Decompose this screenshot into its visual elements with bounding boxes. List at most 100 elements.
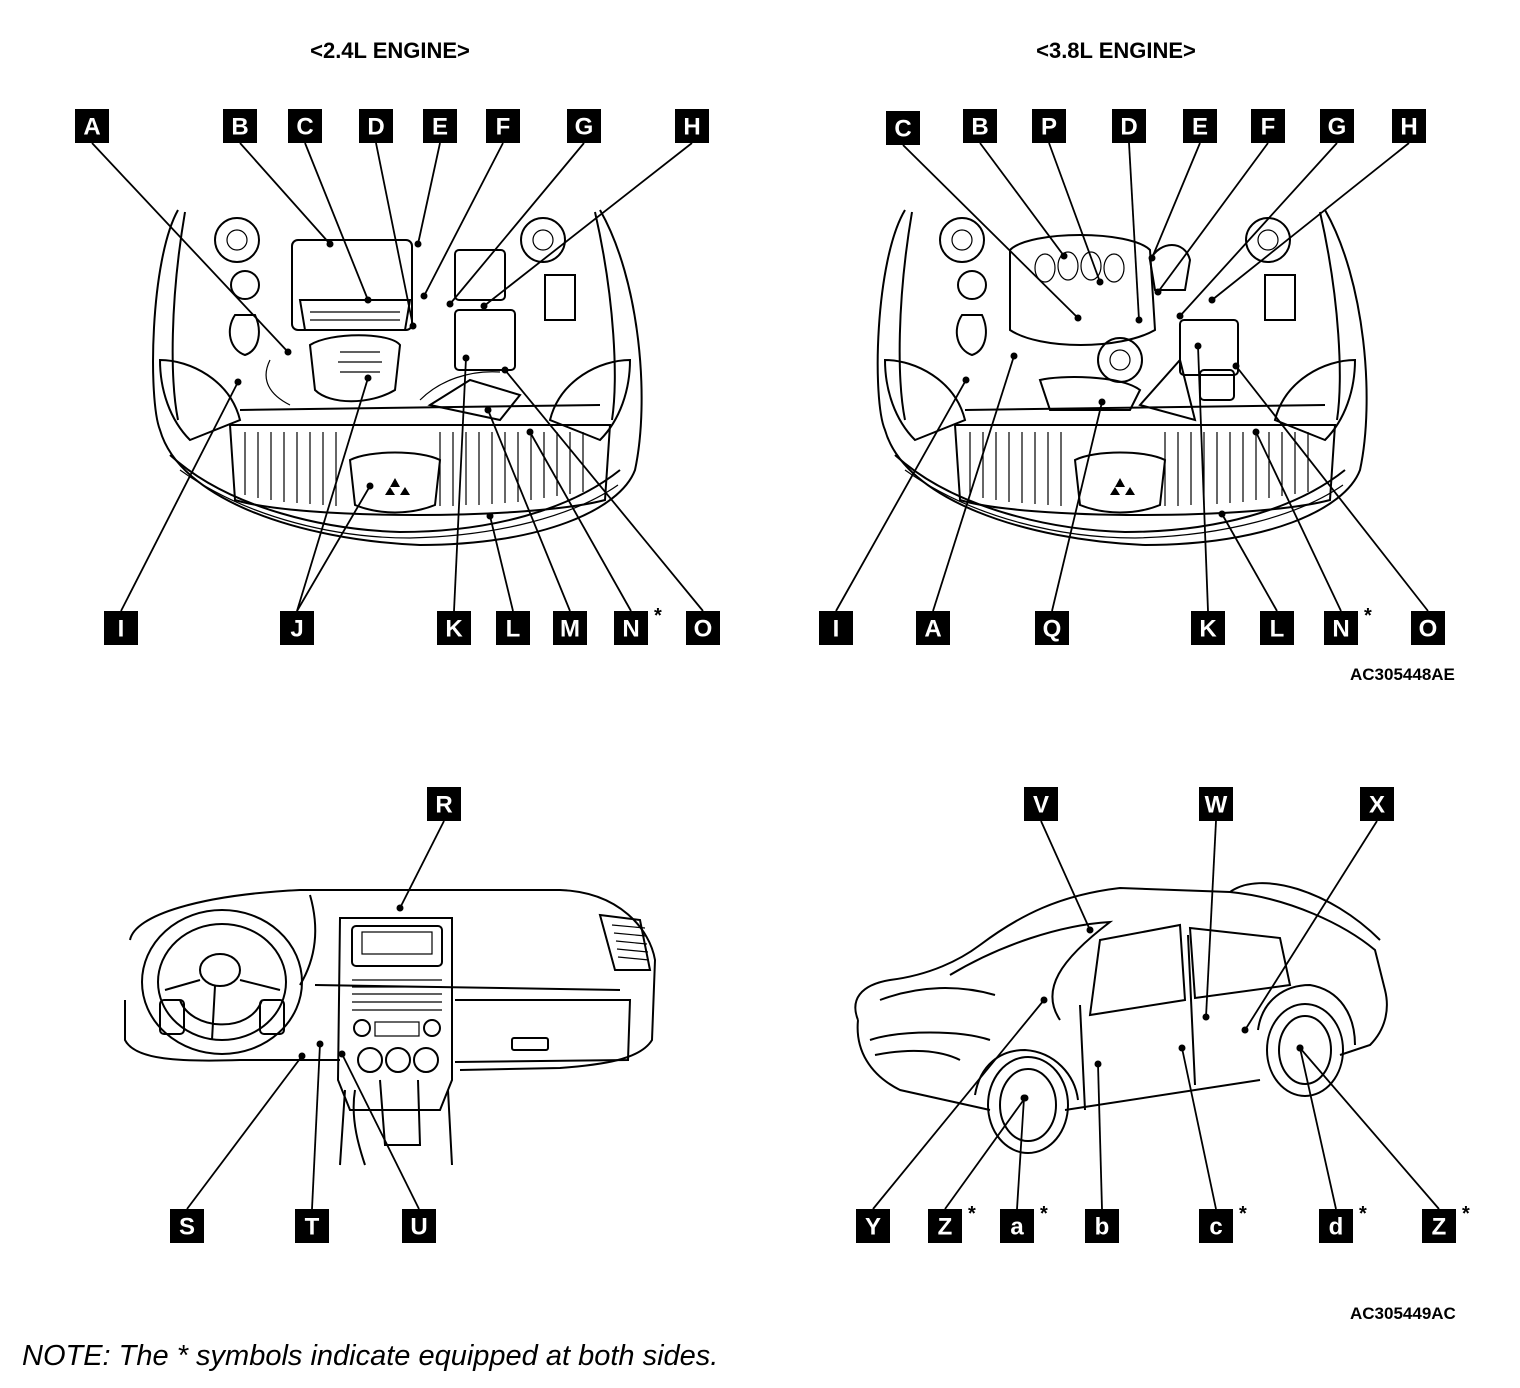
leader-point [1252, 428, 1260, 436]
callout-label: X [1369, 792, 1385, 819]
leader-point [1096, 278, 1104, 286]
engine-38-callout-I: I [819, 376, 970, 645]
callout-box [288, 109, 322, 143]
leader-point [446, 300, 454, 308]
leader-point [1010, 352, 1018, 360]
leader-line [1205, 820, 1217, 1018]
callout-box [496, 611, 530, 645]
callout-box [280, 611, 314, 645]
callout-box [1422, 1209, 1456, 1243]
vehicle-callout-b: b [1085, 1060, 1119, 1243]
callout-box [1199, 787, 1233, 821]
leader-point [1218, 510, 1226, 518]
engine-38-callout-H: H [1208, 109, 1426, 304]
engine-38-callout-P: P [1032, 109, 1104, 286]
leader-point [414, 240, 422, 248]
engine-24-callout-F: F [420, 109, 520, 300]
callout-box [1191, 611, 1225, 645]
callout-label: L [506, 616, 521, 643]
callout-box [1360, 787, 1394, 821]
leader-point [1202, 1013, 1210, 1021]
callout-box [1392, 109, 1426, 143]
leader-line [489, 515, 514, 612]
leader-line [1051, 401, 1103, 612]
leader-line [1151, 142, 1201, 259]
engine-24-callout-E: E [414, 109, 457, 248]
callout-label: G [575, 114, 594, 141]
vehicle-callout-W: W [1199, 787, 1233, 1021]
leader-line [120, 381, 239, 612]
engine-38-callout-O: O [1232, 362, 1445, 645]
callout-box [1024, 787, 1058, 821]
callout-box [916, 611, 950, 645]
leader-point [501, 366, 509, 374]
leader-point [1040, 996, 1048, 1004]
leader-point [962, 376, 970, 384]
engine-24-callout-L: L [486, 512, 530, 645]
callout-box [819, 611, 853, 645]
leader-line [1048, 142, 1101, 283]
leader-point [1020, 1094, 1028, 1102]
callout-label: Y [865, 1214, 881, 1241]
callout-label: O [1419, 616, 1438, 643]
leader-point [409, 322, 417, 330]
leader-line [835, 379, 967, 612]
callout-label: S [179, 1214, 195, 1241]
leader-line [487, 409, 571, 612]
leader-line [1040, 820, 1091, 931]
callout-box [1183, 109, 1217, 143]
callout-label: J [290, 616, 303, 643]
callout-box [553, 611, 587, 645]
leader-point [1208, 296, 1216, 304]
callout-label: I [118, 616, 125, 643]
callout-label: b [1095, 1214, 1110, 1241]
engine-38-callout-K: K [1191, 342, 1225, 645]
callout-box [686, 611, 720, 645]
callout-label: G [1328, 114, 1347, 141]
callout-asterisk: * [1462, 1203, 1470, 1225]
callout-box [1199, 1209, 1233, 1243]
vehicle-callout-X: X [1241, 787, 1394, 1034]
engine-24-callout-I: I [104, 378, 242, 645]
callout-label: a [1010, 1214, 1024, 1241]
engine-38-callout-L: L [1218, 510, 1294, 645]
dashboard-callout-S: S [170, 1052, 306, 1243]
callout-box [1260, 611, 1294, 645]
leader-point [1098, 398, 1106, 406]
leader-line [504, 369, 704, 612]
leader-line [311, 1043, 321, 1210]
callout-asterisk: * [1040, 1203, 1048, 1225]
leader-line [341, 1053, 420, 1210]
callout-asterisk: * [968, 1203, 976, 1225]
vehicle-callout-d: d* [1296, 1044, 1367, 1243]
leader-point [1194, 342, 1202, 350]
engine-24-callout-B: B [223, 109, 334, 248]
callout-label: C [894, 116, 911, 143]
leader-line [417, 142, 441, 245]
dashboard-callout-R: R [396, 787, 461, 912]
callout-label: B [231, 114, 248, 141]
callout-box [1000, 1209, 1034, 1243]
callout-asterisk: * [1364, 605, 1372, 627]
vehicle-callout-a: a* [1000, 1094, 1048, 1243]
callout-label: L [1270, 616, 1285, 643]
asterisk-note: NOTE: The * symbols indicate equipped at… [22, 1340, 719, 1372]
callout-asterisk: * [654, 605, 662, 627]
callout-label: C [296, 114, 313, 141]
leader-point [480, 302, 488, 310]
callout-box [675, 109, 709, 143]
body-figure-ref: AC305449AC [1350, 1304, 1456, 1323]
leader-line [1016, 1097, 1025, 1210]
callout-label: N [622, 616, 639, 643]
vehicle-callout-Z: Z* [928, 1094, 1029, 1243]
callout-label: R [435, 792, 452, 819]
leader-line [944, 1097, 1026, 1210]
leader-line [1255, 431, 1342, 612]
leader-point [420, 292, 428, 300]
leader-point [1086, 926, 1094, 934]
callout-box [567, 109, 601, 143]
leader-point [462, 354, 470, 362]
